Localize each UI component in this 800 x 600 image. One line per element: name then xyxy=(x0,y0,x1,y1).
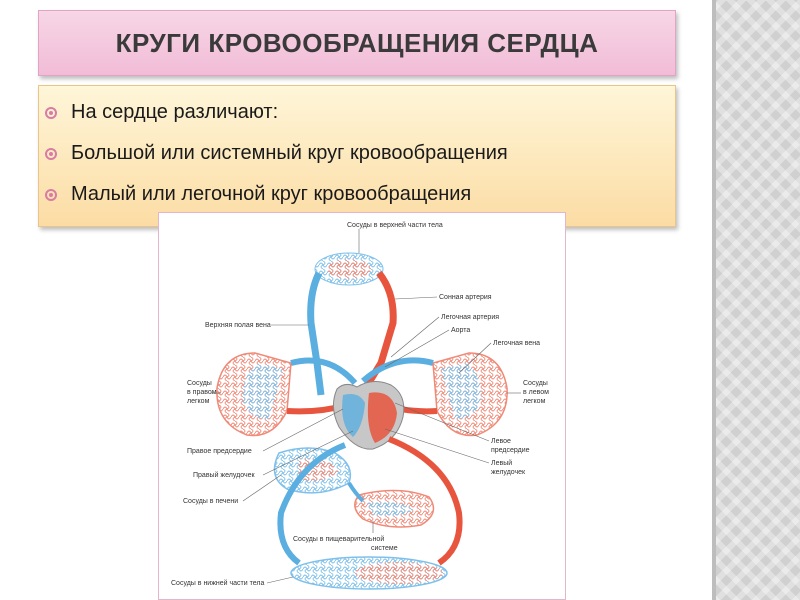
label-left-ventricle-2: желудочек xyxy=(491,469,526,476)
bullet-item: На сердце различают: xyxy=(45,92,675,133)
bullet-box: На сердце различают: Большой или системн… xyxy=(38,85,676,227)
circle-bullet-icon xyxy=(45,106,57,119)
label-superior-vena-cava: Верхняя полая вена xyxy=(205,322,271,329)
bullet-list: На сердце различают: Большой или системн… xyxy=(39,86,675,215)
circulation-diagram-svg: Сосуды в верхней части тела Сонная артер… xyxy=(171,221,549,590)
left-lung-capillaries-blue xyxy=(441,363,482,419)
label-left-lung-3: легком xyxy=(523,398,546,405)
label-right-lung-2: в правом xyxy=(187,389,217,396)
label-left-lung-1: Сосуды xyxy=(523,380,548,387)
label-liver-vessels: Сосуды в печени xyxy=(183,498,238,505)
label-carotid-artery: Сонная артерия xyxy=(439,294,492,301)
bullet-item: Малый или легочной круг кровообращения xyxy=(45,174,675,215)
bullet-text: Большой или системный круг кровообращени… xyxy=(71,142,508,164)
digestive-capillaries-blue xyxy=(367,501,415,517)
circle-bullet-icon xyxy=(45,147,57,160)
label-left-ventricle-1: Левый xyxy=(491,459,512,467)
heart-right-chambers xyxy=(342,394,365,437)
carotid-artery-vessel xyxy=(362,270,397,391)
label-upper-body-vessels: Сосуды в верхней части тела xyxy=(347,221,443,229)
pulmonary-artery-vessel xyxy=(290,357,434,386)
slide-title: КРУГИ КРОВООБРАЩЕНИЯ СЕРДЦА xyxy=(115,27,599,58)
label-lower-body-vessels: Сосуды в нижней части тела xyxy=(171,579,264,587)
bullet-item: Большой или системный круг кровообращени… xyxy=(45,133,675,174)
label-right-atrium: Правое предсердие xyxy=(187,448,252,455)
circle-bullet-icon xyxy=(45,188,57,201)
descending-aorta-vessel xyxy=(387,436,463,566)
label-left-atrium-1: Левое xyxy=(491,438,511,445)
label-right-lung-1: Сосуды xyxy=(187,380,212,387)
lower-body-capillaries-red xyxy=(355,562,443,584)
inferior-vena-cava-vessel xyxy=(277,442,347,566)
bullet-text: На сердце различают: xyxy=(71,101,279,123)
decorative-side-pattern xyxy=(712,0,800,600)
label-digestive-1: Сосуды в пищеварительной xyxy=(293,535,384,543)
portal-vessel xyxy=(347,481,365,503)
label-digestive-2: системе xyxy=(371,545,398,552)
label-pulmonary-vein: Легочная вена xyxy=(493,340,540,347)
label-left-lung-2: в левом xyxy=(523,389,549,396)
label-pulmonary-artery: Легочная артерия xyxy=(441,314,499,321)
circulation-diagram: Сосуды в верхней части тела Сонная артер… xyxy=(158,212,566,600)
superior-vena-cava-vessel xyxy=(307,271,325,396)
right-lung-capillaries-blue xyxy=(242,363,283,419)
label-aorta: Аорта xyxy=(451,327,470,334)
bullet-text: Малый или легочной круг кровообращения xyxy=(71,183,472,205)
title-banner: КРУГИ КРОВООБРАЩЕНИЯ СЕРДЦА xyxy=(38,10,676,76)
label-right-lung-3: легком xyxy=(187,398,210,405)
label-right-ventricle: Правый желудочек xyxy=(193,471,255,479)
upper-body-capillaries-red xyxy=(327,259,371,279)
label-left-atrium-2: предсердие xyxy=(491,447,530,454)
